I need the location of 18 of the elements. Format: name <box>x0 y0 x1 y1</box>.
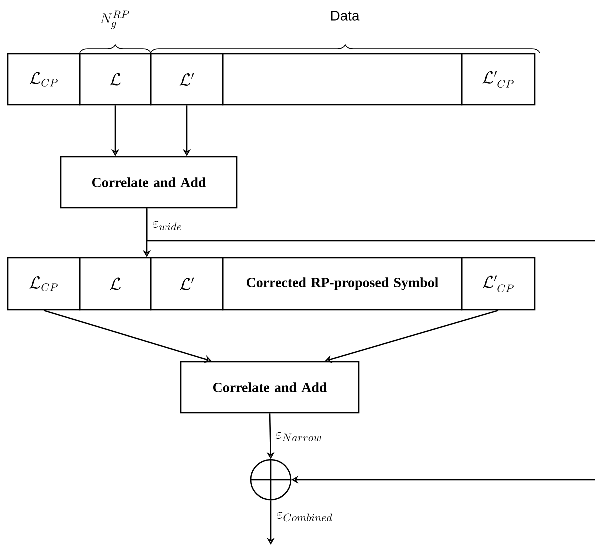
symbol-cell: $\mathcal{L}'_{\;CP}$ <box>461 53 536 106</box>
symbol-cell: $\mathcal{L}'$ <box>150 257 224 311</box>
symbol-cell: $\mathcal{L}_{CP}$ <box>7 257 81 311</box>
edge-label: $\varepsilon_{Narrow}$ <box>274 432 324 442</box>
brace-label: $N_g^{RP}$ <box>100 10 130 30</box>
symbol-cell: Corrected RP-proposed Symbol <box>222 257 463 311</box>
process-box: Correlate and Add <box>60 156 238 209</box>
process-box: Correlate and Add <box>180 361 360 414</box>
empty-cell <box>222 53 463 106</box>
edge-label: $\varepsilon_{wide}$ <box>152 220 184 232</box>
edge-label: $\varepsilon_{Combined}$ <box>276 512 334 522</box>
symbol-cell: $\mathcal{L}$ <box>79 53 152 106</box>
symbol-cell: $\mathcal{L}'_{\;CP}$ <box>461 257 536 311</box>
symbol-cell: $\mathcal{L}$ <box>79 257 152 311</box>
brace-label: Data <box>331 11 360 21</box>
summing-junction <box>250 459 292 501</box>
symbol-cell: $\mathcal{L}'$ <box>150 53 224 106</box>
symbol-cell: $\mathcal{L}_{CP}$ <box>7 53 81 106</box>
